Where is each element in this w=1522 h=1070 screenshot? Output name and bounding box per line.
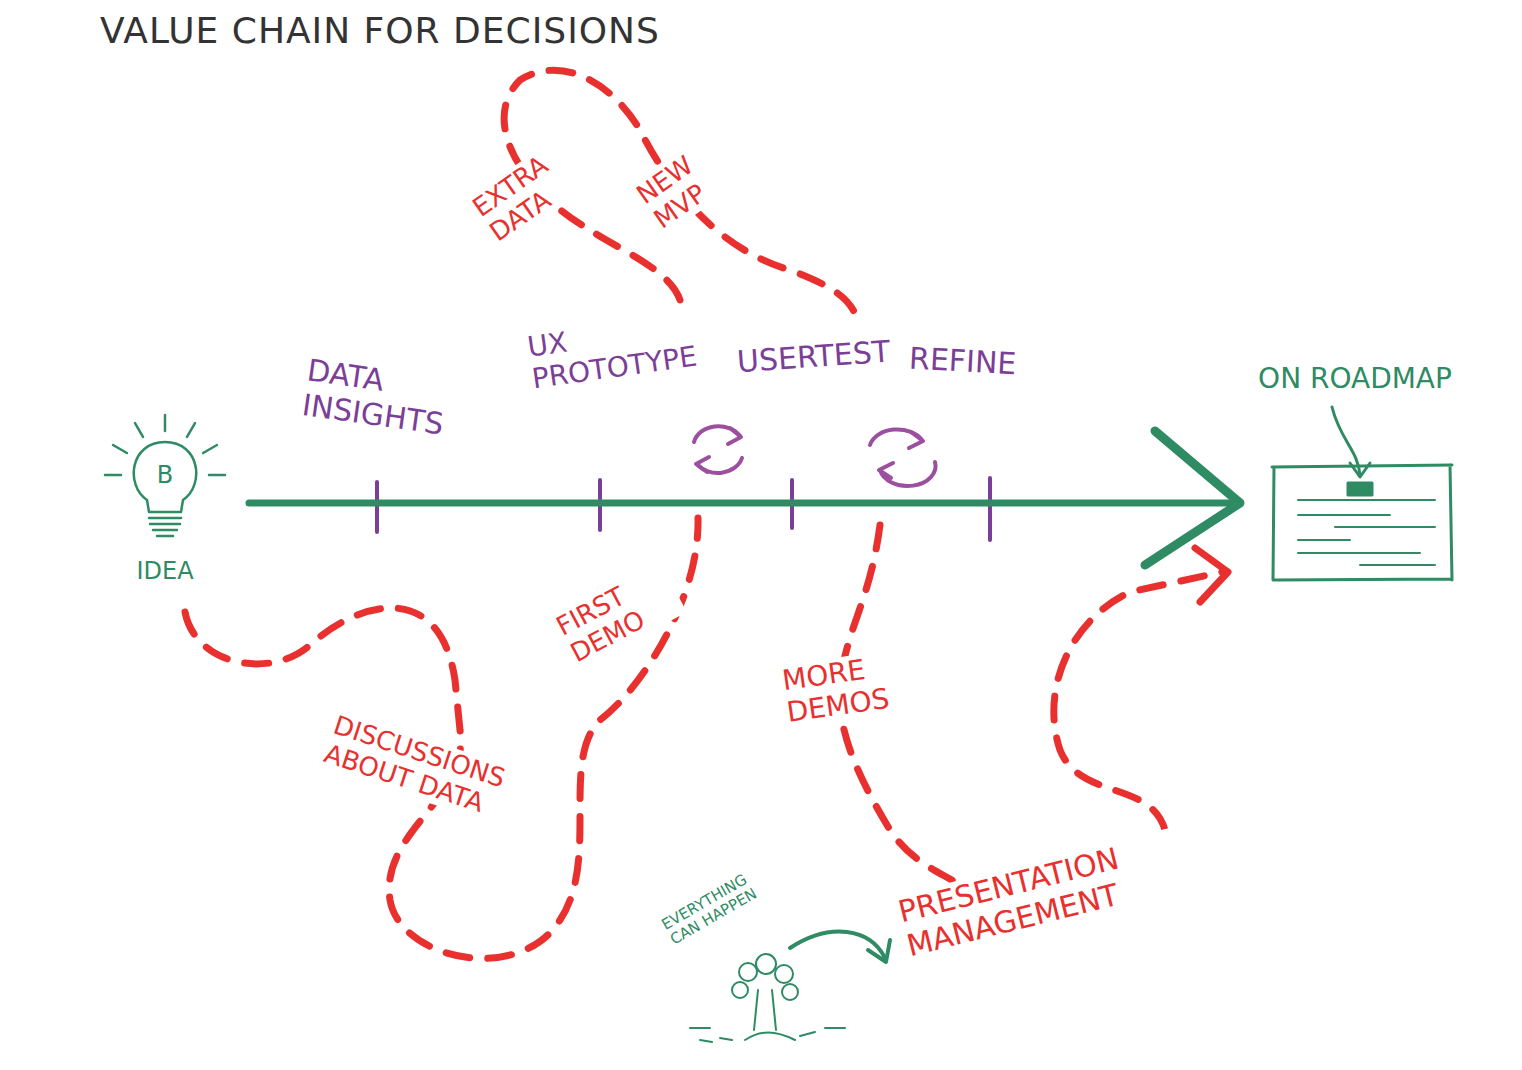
- board-lines: [1298, 500, 1435, 565]
- light-ray: [135, 423, 143, 437]
- light-ray: [187, 423, 195, 437]
- cycle-head: [696, 457, 709, 472]
- idea-bulb: B IDEA: [95, 400, 245, 600]
- cloud-puff: [782, 984, 798, 1000]
- tick-mark: [375, 482, 379, 532]
- cycle-head: [909, 432, 923, 448]
- label-box: MORE DEMOS: [776, 645, 938, 730]
- stage-label: REFINE: [904, 341, 1021, 381]
- stage-label: DATA INSIGHTS: [296, 353, 484, 446]
- board-icon: [1272, 407, 1452, 580]
- path-note: DISCUSSIONS ABOUT DATA: [317, 709, 564, 840]
- light-ray: [209, 474, 225, 477]
- label-box: EXTRA DATA: [464, 130, 601, 251]
- stage-label: UX PROTOTYPE: [522, 304, 734, 396]
- node-label: IDEA: [95, 558, 235, 586]
- board-frame: [1272, 465, 1452, 580]
- cycle-arc: [697, 458, 742, 473]
- title-box: VALUE CHAIN FOR DECISIONS: [100, 10, 660, 51]
- red-path: [185, 518, 698, 958]
- side-note: EVERYTHING CAN HAPPEN: [655, 854, 789, 951]
- red-path: [1054, 572, 1222, 830]
- main-arrow: [249, 431, 1240, 565]
- cloud-puff: [775, 965, 793, 983]
- light-ray: [113, 445, 127, 453]
- label-box: USERTEST: [732, 334, 894, 380]
- bulb-letter: B: [95, 462, 235, 490]
- cycle-arc: [880, 462, 936, 486]
- path-note: FIRST DEMO: [548, 559, 686, 670]
- cloud-puff: [732, 982, 748, 998]
- cycle-head: [728, 428, 741, 444]
- dust-lines: [690, 1028, 845, 1042]
- red-arrowhead: [1195, 548, 1228, 602]
- label-box: PRESENTATION MANAGEMENT: [891, 825, 1199, 965]
- main-arrow-head: [1145, 431, 1240, 565]
- main-arrow-shaft: [249, 500, 1240, 507]
- light-ray: [105, 474, 121, 477]
- label-box: REFINE: [904, 341, 1046, 383]
- green-pointer: [790, 932, 890, 962]
- cloud-stem: [745, 990, 795, 1040]
- stage-label: USERTEST: [732, 334, 895, 380]
- cycle-head: [879, 463, 893, 478]
- tick-marks: [377, 478, 990, 540]
- explosion-sketch: [690, 954, 845, 1042]
- node-label: ON ROADMAP: [1240, 363, 1470, 395]
- pointer-line: [1332, 407, 1360, 475]
- cloud-puff: [756, 954, 776, 974]
- label-box: EVERYTHING CAN HAPPEN: [655, 854, 789, 951]
- label-box: UX PROTOTYPE: [522, 304, 734, 396]
- light-ray: [164, 415, 167, 431]
- label-box: DATA INSIGHTS: [296, 353, 484, 446]
- pointer-head: [1350, 463, 1370, 477]
- path-note: MORE DEMOS: [776, 645, 938, 730]
- path-note: PRESENTATION MANAGEMENT: [891, 825, 1199, 965]
- cycle-icon: [694, 426, 936, 486]
- tick-mark: [988, 478, 992, 540]
- path-note: EXTRA DATA: [464, 130, 601, 251]
- label-box: DISCUSSIONS ABOUT DATA: [317, 709, 564, 840]
- board-pin: [1348, 483, 1372, 495]
- roadmap-board: ON ROADMAP: [1240, 355, 1474, 585]
- cloud-puff: [739, 963, 757, 981]
- label-box: FIRST DEMO: [548, 559, 686, 670]
- diagram-title: VALUE CHAIN FOR DECISIONS: [100, 10, 660, 51]
- red-path: [185, 70, 1222, 958]
- light-ray: [203, 445, 217, 453]
- cycle-arc: [870, 429, 922, 445]
- pointer-head: [868, 940, 890, 962]
- bulb-base: [149, 518, 181, 536]
